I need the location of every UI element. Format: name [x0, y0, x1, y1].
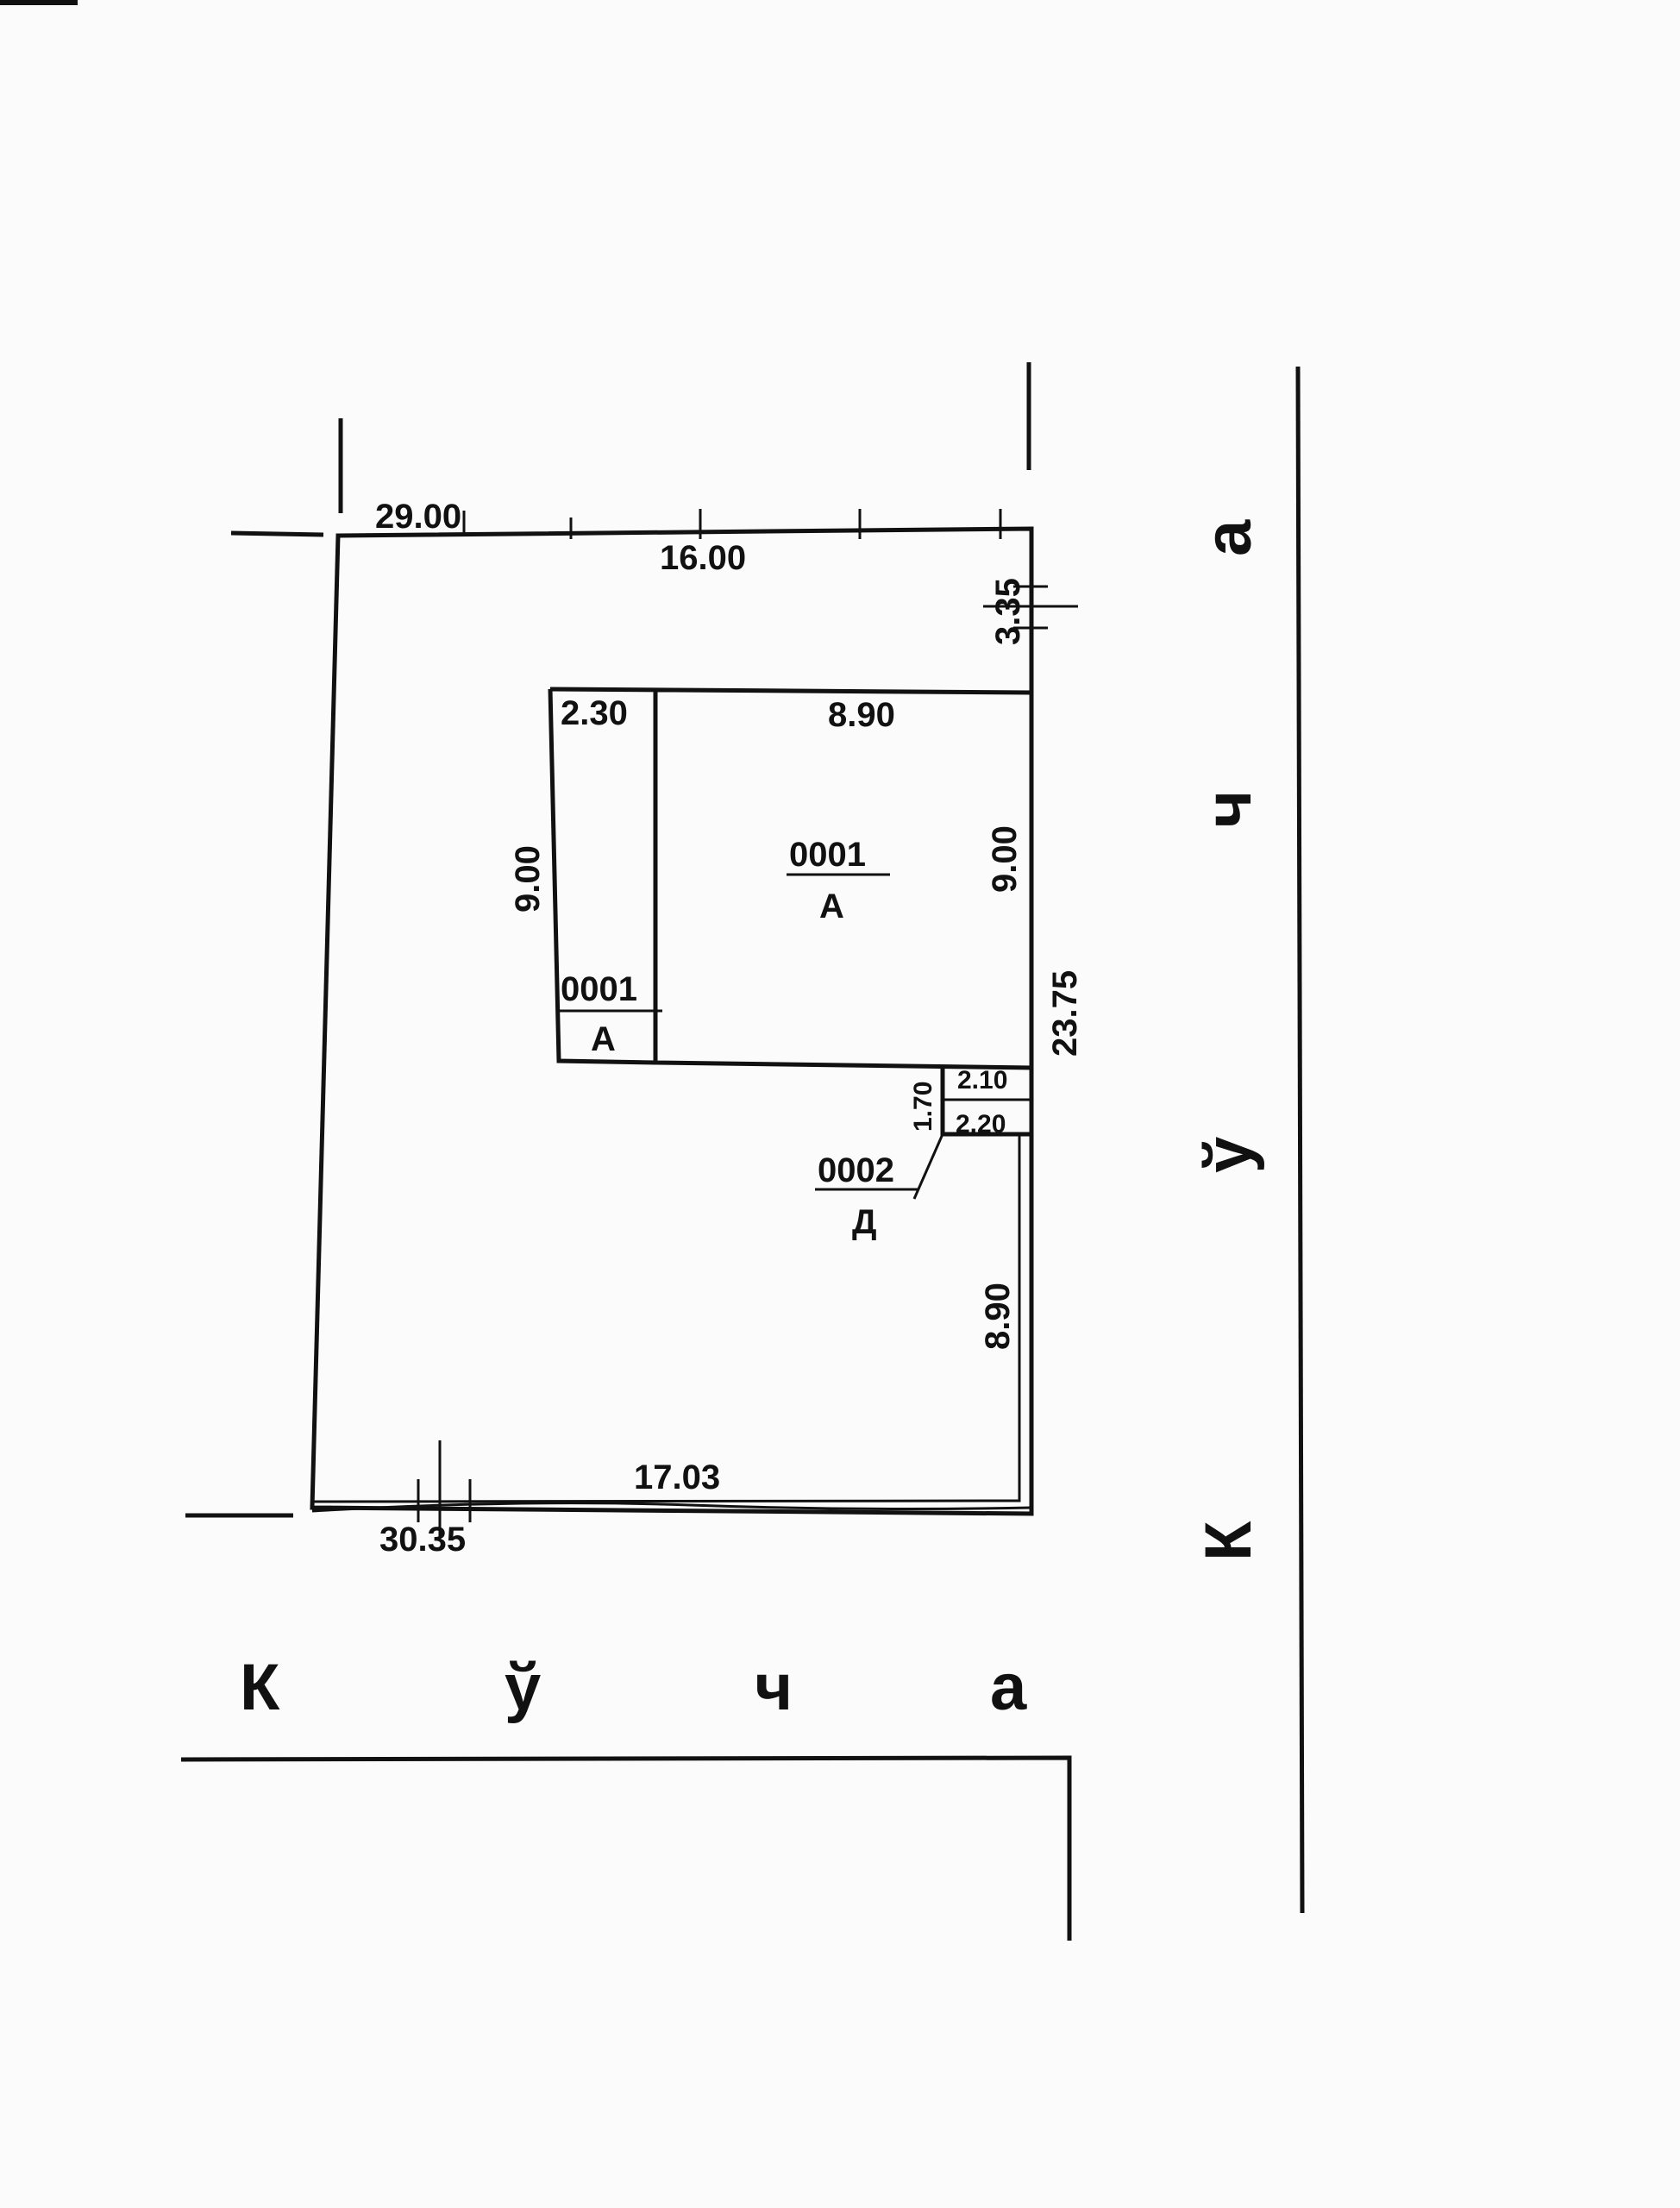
building-main-letter: А — [819, 888, 844, 925]
extension-line — [230, 530, 324, 537]
street-bottom-char: а — [990, 1651, 1027, 1724]
street-bottom-char: ч — [755, 1651, 793, 1724]
building-annex-number: 0001 — [561, 970, 637, 1008]
street-right-char: ў — [1192, 1137, 1265, 1173]
street-right-char: К — [1192, 1521, 1265, 1561]
building-small-letter: Д — [852, 1203, 877, 1241]
dim-building-right: 9.00 — [986, 825, 1024, 893]
street-edge-bottom — [180, 1755, 1072, 1941]
street-bottom-char: ў — [505, 1651, 541, 1724]
building-main — [549, 687, 1034, 1070]
dim-small-height: 1.70 — [909, 1082, 937, 1132]
dim-small-bottom: 2.20 — [956, 1110, 1006, 1138]
dim-building-left: 9.00 — [509, 845, 547, 913]
street-edge-right — [1295, 366, 1305, 1914]
street-right-char: а — [1192, 519, 1265, 556]
building-small-number: 0002 — [818, 1151, 894, 1189]
building-annex-letter: А — [591, 1020, 616, 1058]
street-bottom-char: К — [240, 1651, 280, 1724]
dim-top-total: 29.00 — [375, 498, 461, 536]
dim-annex-width: 2.30 — [561, 694, 628, 732]
dim-top-right: 16.00 — [660, 539, 746, 577]
dim-bottom-total: 30.35 — [379, 1521, 466, 1559]
dim-right-total: 23.75 — [1046, 970, 1084, 1057]
parcel-bottom-wavy — [311, 1502, 1032, 1513]
street-right-char: ч — [1192, 790, 1265, 828]
dim-building-top: 8.90 — [828, 696, 895, 734]
dim-small-top: 2.10 — [957, 1066, 1007, 1095]
building-main-number: 0001 — [789, 836, 866, 874]
small-leader — [912, 1133, 944, 1200]
corner-mark — [0, 0, 78, 5]
parcel-boundary — [310, 526, 1034, 1516]
dim-right-lower: 8.90 — [979, 1283, 1017, 1350]
dim-bottom-segment: 17.03 — [634, 1458, 720, 1496]
parcel-inner-line — [311, 1134, 1021, 1503]
building-annex — [548, 688, 656, 1065]
dim-right-upper: 3.35 — [989, 578, 1027, 645]
